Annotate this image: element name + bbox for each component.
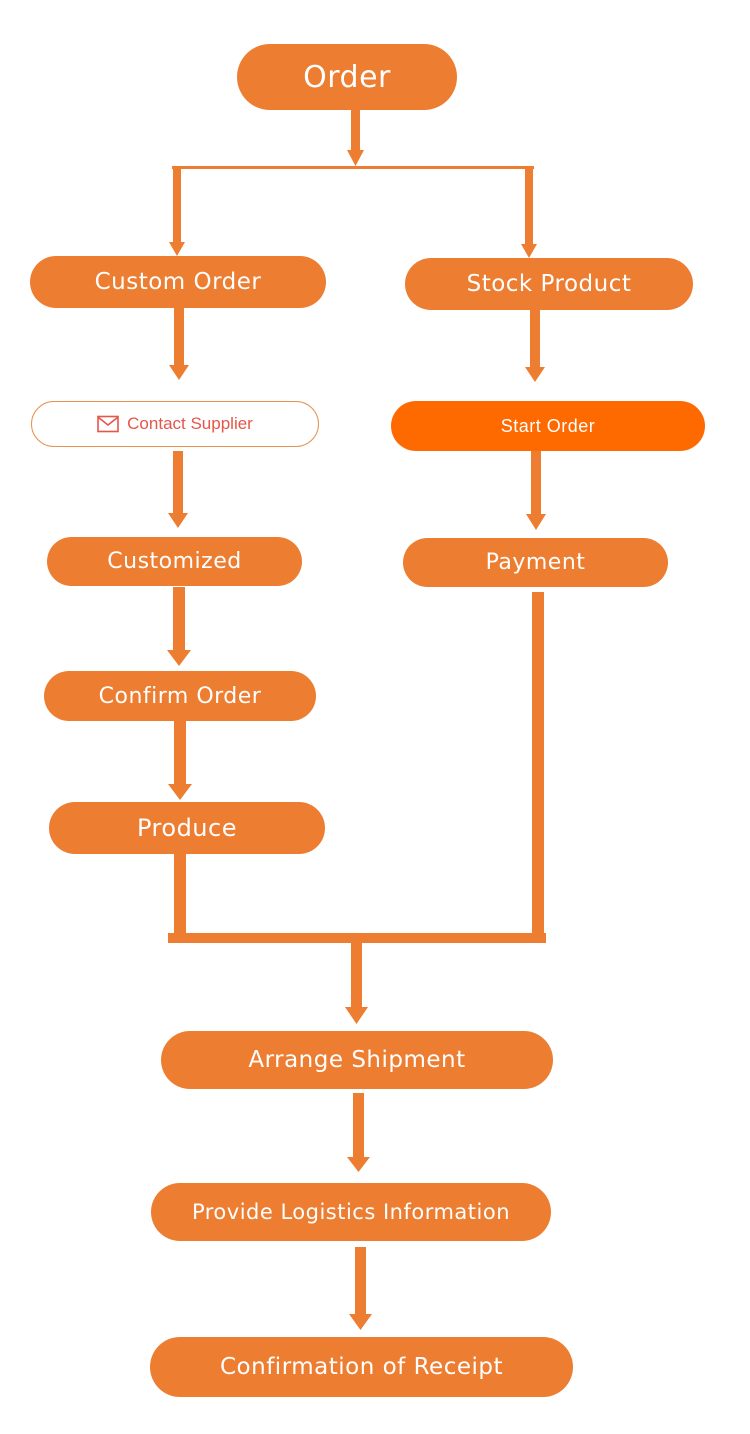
- arrow-head-confirm: [167, 650, 191, 666]
- arrow-head-custom: [169, 242, 185, 256]
- node-produce: Produce: [49, 802, 325, 854]
- connector-merge-arrange: [351, 942, 362, 1010]
- node-arrange-shipment-label: Arrange Shipment: [248, 1047, 466, 1073]
- connector-produce-merge: [174, 854, 186, 942]
- node-payment-label: Payment: [485, 550, 586, 575]
- connector-stock-start: [530, 310, 540, 370]
- connector-logistics-receipt: [355, 1247, 366, 1317]
- connector-custom-contact: [174, 308, 184, 368]
- node-customized: Customized: [47, 537, 302, 586]
- arrow-head-arrange: [345, 1007, 368, 1024]
- arrow-head-payment: [526, 514, 546, 530]
- arrow-head-order: [347, 150, 364, 166]
- connector-merge-horizontal: [168, 933, 546, 943]
- connector-arrange-logistics: [353, 1093, 364, 1160]
- connector-payment-merge: [532, 592, 544, 942]
- connector-confirm-produce: [174, 721, 186, 787]
- connector-split-right: [525, 166, 533, 246]
- mail-icon: [97, 415, 119, 433]
- arrow-head-logistics: [347, 1157, 370, 1172]
- connector-contact-customized: [173, 451, 183, 516]
- arrow-head-customized: [168, 513, 188, 528]
- node-stock-product: Stock Product: [405, 258, 693, 310]
- node-order: Order: [237, 44, 457, 110]
- node-order-label: Order: [303, 59, 391, 95]
- node-payment: Payment: [403, 538, 668, 587]
- arrow-head-contact: [169, 365, 189, 380]
- connector-split-horizontal: [172, 166, 534, 169]
- node-provide-logistics-label: Provide Logistics Information: [191, 1200, 511, 1224]
- arrow-head-produce: [168, 784, 192, 800]
- node-custom-order-label: Custom Order: [94, 269, 262, 295]
- node-confirmation-receipt-label: Confirmation of Receipt: [220, 1354, 503, 1380]
- connector-customized-confirm: [173, 587, 185, 653]
- node-confirm-order: Confirm Order: [44, 671, 316, 721]
- node-provide-logistics: Provide Logistics Information: [151, 1183, 551, 1241]
- start-order-button[interactable]: Start Order: [391, 401, 705, 451]
- node-stock-product-label: Stock Product: [466, 271, 632, 297]
- connector-order-down: [351, 110, 360, 155]
- node-produce-label: Produce: [137, 814, 237, 842]
- node-confirmation-receipt: Confirmation of Receipt: [150, 1337, 573, 1397]
- node-arrange-shipment: Arrange Shipment: [161, 1031, 553, 1089]
- contact-supplier-label: Contact Supplier: [127, 414, 253, 433]
- arrow-head-start: [525, 367, 545, 382]
- connector-start-payment: [531, 451, 541, 517]
- contact-supplier-button[interactable]: Contact Supplier: [31, 401, 319, 447]
- start-order-label: Start Order: [500, 415, 596, 436]
- connector-split-left: [173, 166, 181, 244]
- arrow-head-stock: [521, 244, 537, 258]
- node-customized-label: Customized: [107, 549, 242, 574]
- node-confirm-order-label: Confirm Order: [98, 683, 262, 709]
- node-custom-order: Custom Order: [30, 256, 326, 308]
- arrow-head-receipt: [349, 1314, 372, 1330]
